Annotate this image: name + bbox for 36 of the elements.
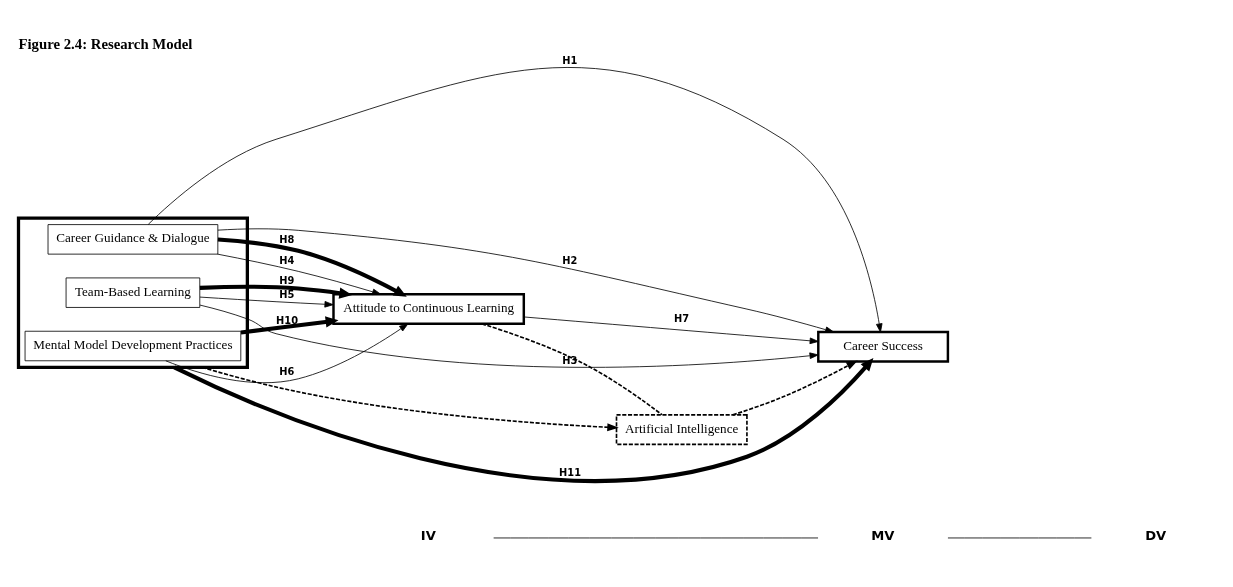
- node-box: Artificial Intelligence: [615, 414, 748, 446]
- arrow: [147, 67, 883, 333]
- arrow: [199, 304, 819, 368]
- label: DV: [1145, 528, 1167, 544]
- node-box: Team-Based Learning: [65, 277, 201, 308]
- edge-label: H9: [279, 275, 295, 287]
- edge-label: H4: [279, 254, 295, 266]
- node-box: Mental Model Development Practices: [24, 330, 242, 362]
- arrow: [217, 253, 382, 296]
- label: IV: [420, 528, 436, 544]
- edge-label: H11: [559, 467, 581, 479]
- label: MV: [871, 528, 895, 544]
- arrow: [199, 284, 353, 299]
- edge-label: H8: [279, 234, 295, 246]
- arrow: [217, 228, 835, 333]
- arrow: [199, 296, 334, 308]
- edge-label: H7: [673, 312, 689, 324]
- edge-label: H5: [279, 289, 295, 301]
- diagram-title: Figure 2.4: Research Model: [18, 35, 193, 52]
- arrow: [173, 358, 874, 483]
- edge-label: H2: [562, 254, 578, 266]
- edge-label: H10: [276, 314, 298, 326]
- node-box: Attitude to Continuous Learning: [332, 293, 526, 326]
- edge-label: H6: [279, 366, 295, 378]
- arrow: [201, 366, 619, 432]
- arrow: [165, 323, 409, 384]
- cluster: [16, 216, 249, 369]
- arrow: [523, 316, 819, 345]
- edge-label: H1: [562, 55, 578, 67]
- node-box: Career Success: [817, 330, 950, 363]
- arrow: [732, 360, 858, 416]
- connector: [481, 323, 663, 416]
- arrow: [240, 316, 339, 335]
- edge-label: H3: [562, 354, 578, 366]
- node-box: Career Guidance & Dialogue: [47, 224, 219, 255]
- arrow: [217, 237, 407, 297]
